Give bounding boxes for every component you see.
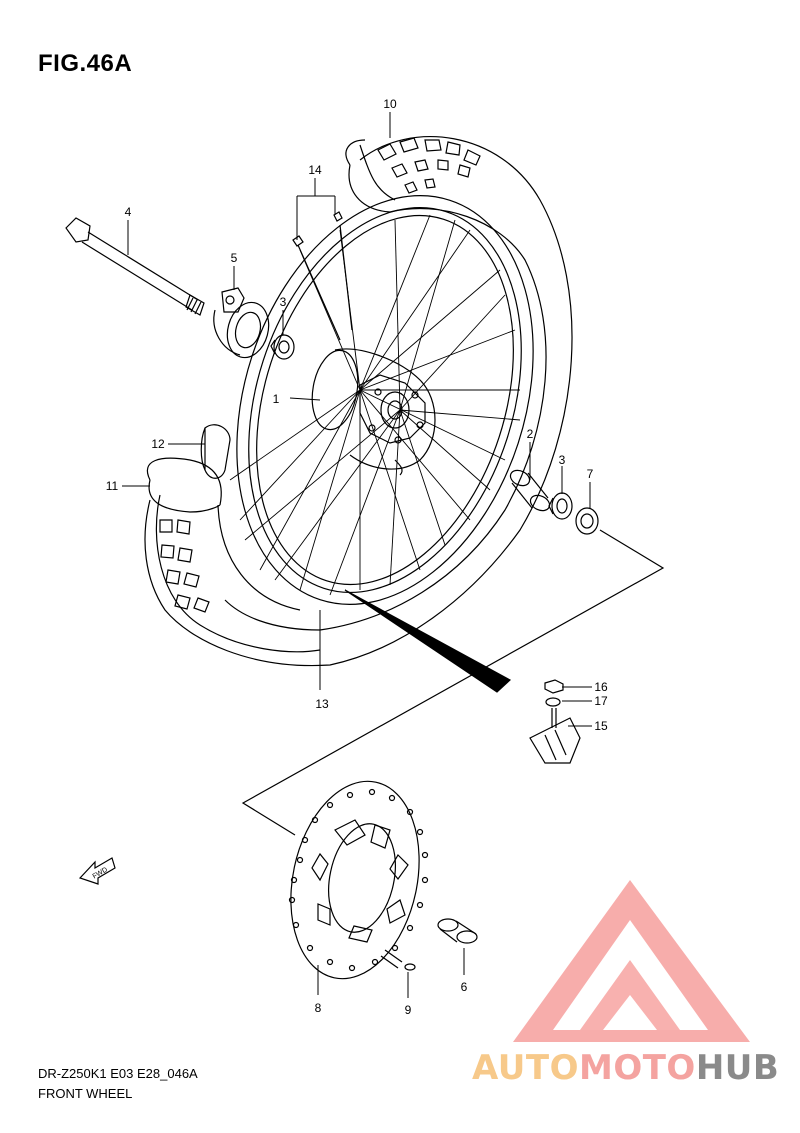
- callout-7: 7: [587, 467, 594, 481]
- watermark-logo: [513, 880, 750, 1042]
- callout-17: 17: [594, 694, 608, 708]
- callout-4: 4: [125, 205, 132, 219]
- callout-12: 12: [151, 437, 165, 451]
- speedometer-gearbox: [213, 287, 270, 359]
- fwd-arrow-icon: [78, 857, 116, 885]
- callout-labels: 1 2 3 3 4 5 6 7 8 9 10 11 12 13 14 15 16…: [92, 97, 608, 1017]
- hub: [311, 348, 436, 476]
- diagram-name: FRONT WHEEL: [38, 1086, 133, 1101]
- callout-3-left: 3: [280, 295, 287, 309]
- callout-11: 11: [106, 479, 119, 493]
- axle: [65, 217, 205, 316]
- watermark-brand: AUTOMOTOHUB: [472, 1048, 779, 1088]
- callout-3-right: 3: [559, 453, 566, 467]
- callout-9: 9: [405, 1003, 412, 1017]
- callout-10: 10: [383, 97, 397, 111]
- disc-bolt: [380, 949, 416, 971]
- oil-seal: [575, 507, 599, 535]
- callout-14: 14: [308, 163, 322, 177]
- brand-part-hub: HUB: [695, 1048, 780, 1088]
- brand-part-auto: AUTO: [472, 1048, 579, 1088]
- callout-2: 2: [527, 427, 534, 441]
- spokes: [229, 214, 521, 596]
- tube: [146, 457, 321, 653]
- rim-band: [200, 424, 231, 479]
- model-code: DR-Z250K1 E03 E28_046A: [38, 1066, 198, 1081]
- bearing-left: [270, 334, 295, 360]
- callout-5: 5: [231, 251, 238, 265]
- brand-part-moto: MOTO: [578, 1048, 696, 1088]
- callout-16: 16: [594, 680, 608, 694]
- callout-15: 15: [594, 719, 608, 733]
- callout-6: 6: [461, 980, 468, 994]
- valve-cores: [292, 211, 353, 341]
- balancer-parts: [529, 679, 581, 764]
- callout-1: 1: [273, 392, 280, 406]
- callout-8: 8: [315, 1001, 322, 1015]
- rim: [236, 195, 534, 605]
- brake-disc: [288, 780, 429, 980]
- callout-leaders: [122, 112, 592, 998]
- callout-13: 13: [315, 697, 329, 711]
- collar: [437, 918, 478, 944]
- bearing-right: [548, 492, 573, 520]
- explode-lines: [241, 529, 665, 836]
- figure-title: FIG.46A: [38, 50, 133, 77]
